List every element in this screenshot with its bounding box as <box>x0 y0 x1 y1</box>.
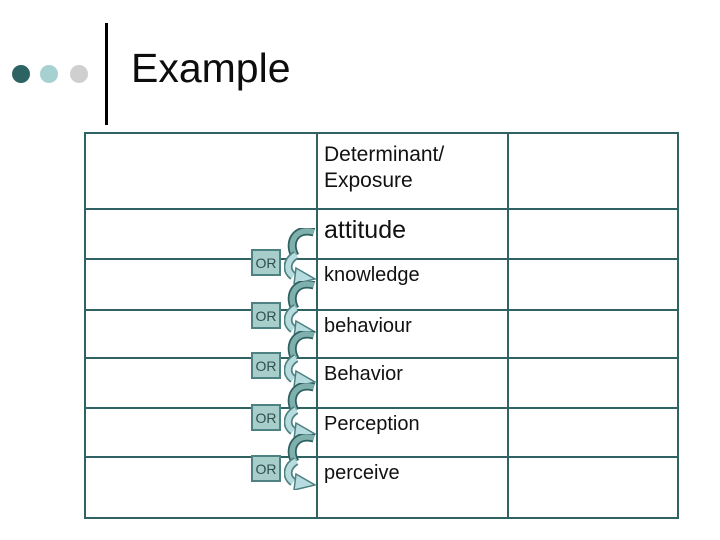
table-cell <box>509 134 677 210</box>
cell-determinant-exposure: Determinant/ Exposure <box>318 134 509 210</box>
cell-behavior: Behavior <box>318 359 509 409</box>
cell-knowledge: knowledge <box>318 260 509 311</box>
table-cell <box>86 359 318 409</box>
bullet-dot-light <box>40 65 58 83</box>
table-cell <box>509 311 677 359</box>
table-cell <box>86 458 318 517</box>
bullet-dot-gray <box>70 65 88 83</box>
cell-perception: Perception <box>318 409 509 458</box>
table-cell <box>509 260 677 311</box>
cell-attitude: attitude <box>318 210 509 260</box>
content-table: Determinant/ Exposure attitude knowledge… <box>84 132 679 519</box>
table-cell <box>86 210 318 260</box>
bullet-dot-dark <box>12 65 30 83</box>
table-cell <box>509 210 677 260</box>
cell-behaviour: behaviour <box>318 311 509 359</box>
table-cell <box>86 260 318 311</box>
table-cell <box>86 134 318 210</box>
table-cell <box>86 409 318 458</box>
table-cell <box>509 409 677 458</box>
table-cell <box>86 311 318 359</box>
table-cell <box>509 458 677 517</box>
slide-title: Example <box>131 45 291 91</box>
title-divider-rule <box>105 23 108 125</box>
table-cell <box>509 359 677 409</box>
cell-perceive: perceive <box>318 458 509 517</box>
